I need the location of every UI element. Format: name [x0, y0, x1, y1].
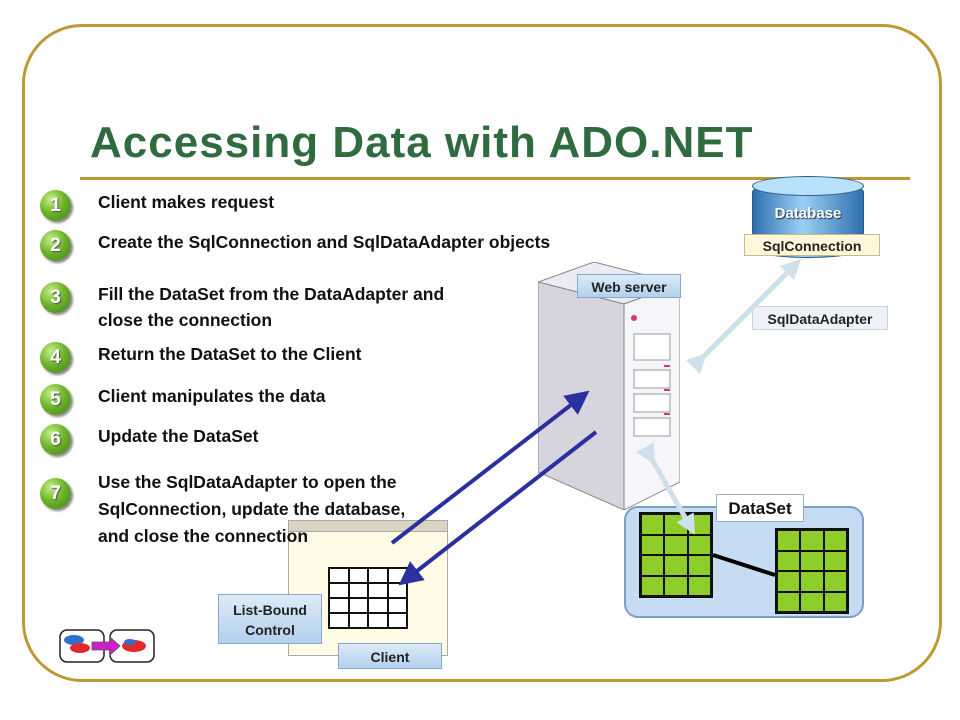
- step-6-badge: 6: [40, 424, 71, 455]
- step-4: 4 Return the DataSet to the Client: [40, 342, 620, 392]
- dataset-label: DataSet: [716, 494, 804, 522]
- step-3-text: Fill the DataSet from the DataAdapter an…: [98, 284, 445, 330]
- web-server-label: Web server: [577, 274, 681, 298]
- step-3: 3 Fill the DataSet from the DataAdapter …: [40, 282, 620, 332]
- step-2-text: Create the SqlConnection and SqlDataAdap…: [98, 232, 551, 252]
- sqldataadapter-label: SqlDataAdapter: [752, 306, 888, 330]
- dataset-table-2: [775, 528, 849, 614]
- step-2: 2 Create the SqlConnection and SqlDataAd…: [40, 230, 620, 280]
- slide-title: Accessing Data with ADO.NET: [90, 118, 754, 167]
- step-7-badge: 7: [40, 478, 71, 509]
- step-7: 7 Use the SqlDataAdapter to open the Sql…: [40, 470, 620, 546]
- step-6-text: Update the DataSet: [98, 426, 259, 446]
- step-7-text: Use the SqlDataAdapter to open the SqlCo…: [98, 472, 406, 546]
- dataset-table-1: [639, 512, 713, 598]
- step-5-text: Client manipulates the data: [98, 386, 326, 406]
- list-bound-control-label: List-Bound Control: [218, 594, 322, 644]
- step-6: 6 Update the DataSet: [40, 424, 620, 474]
- server-tower-shape: [536, 261, 682, 511]
- step-4-badge: 4: [40, 342, 71, 373]
- title-rule: [80, 177, 910, 180]
- step-5-badge: 5: [40, 384, 71, 415]
- step-1: 1 Client makes request: [40, 190, 620, 240]
- client-window-titlebar: [289, 521, 447, 532]
- navigation-icon[interactable]: [58, 628, 158, 664]
- slide-frame: [22, 24, 942, 682]
- database-cylinder-top: [752, 176, 864, 196]
- client-list-grid: [328, 567, 408, 629]
- sqlconnection-label: SqlConnection: [744, 234, 880, 256]
- step-2-badge: 2: [40, 230, 71, 261]
- step-5: 5 Client manipulates the data: [40, 384, 620, 434]
- step-3-badge: 3: [40, 282, 71, 313]
- step-4-text: Return the DataSet to the Client: [98, 344, 362, 364]
- nav-buttons[interactable]: [58, 628, 158, 664]
- database-label: Database: [774, 205, 842, 222]
- step-1-badge: 1: [40, 190, 71, 221]
- server-tower: [536, 261, 682, 511]
- step-1-text: Client makes request: [98, 192, 275, 212]
- client-label: Client: [338, 643, 442, 669]
